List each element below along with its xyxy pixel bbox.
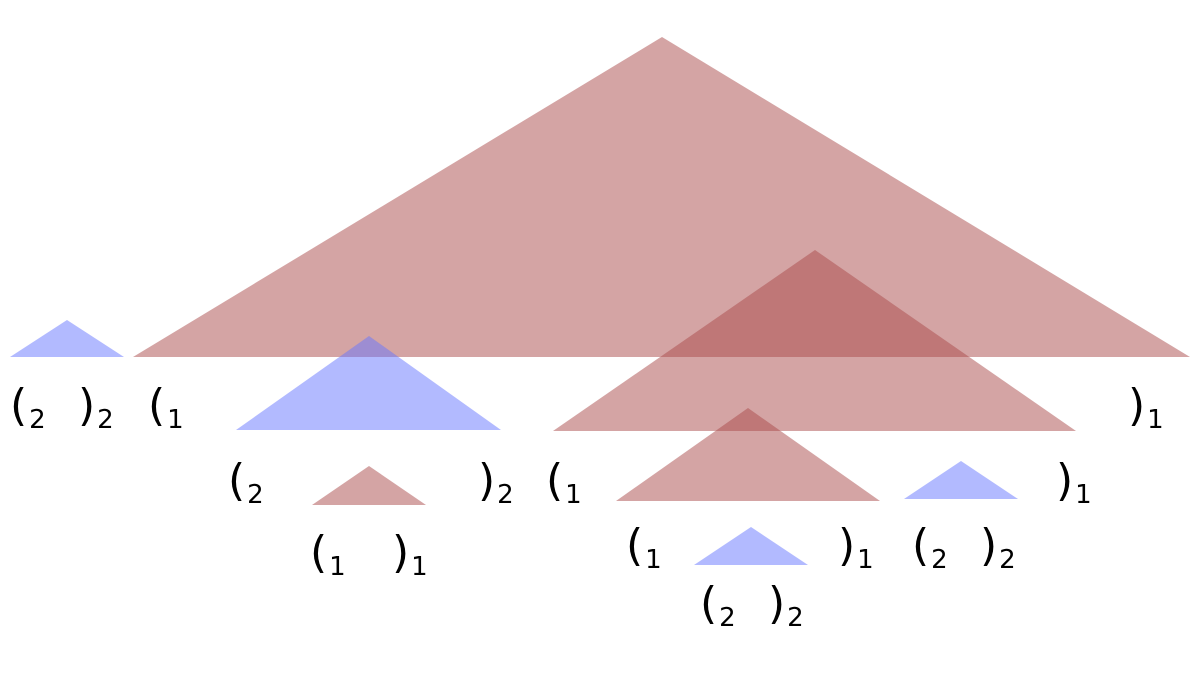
bracket-symbol: ( bbox=[148, 380, 165, 431]
bracket-pair-triangle-type2 bbox=[236, 336, 501, 430]
bracket-subscript: 2 bbox=[29, 405, 46, 435]
bracket-symbol: ( bbox=[10, 380, 27, 431]
bracket-symbol: ) bbox=[392, 527, 409, 578]
bracket-symbol: ) bbox=[1056, 455, 1073, 506]
close-bracket-label: )1 bbox=[1128, 380, 1164, 435]
bracket-subscript: 1 bbox=[167, 405, 184, 435]
bracket-symbol: ) bbox=[980, 520, 997, 571]
bracket-symbol: ( bbox=[912, 520, 929, 571]
bracket-subscript: 2 bbox=[247, 480, 264, 510]
bracket-pair-triangle-type1 bbox=[312, 466, 426, 505]
bracket-symbol: ( bbox=[228, 455, 245, 506]
bracket-pair-triangle-type1 bbox=[133, 37, 1190, 357]
close-bracket-label: )2 bbox=[478, 455, 514, 510]
bracket-subscript: 2 bbox=[97, 405, 114, 435]
bracket-subscript: 1 bbox=[411, 552, 428, 582]
open-bracket-label: (2 bbox=[10, 380, 46, 435]
bracket-subscript: 1 bbox=[329, 552, 346, 582]
bracket-subscript: 1 bbox=[1075, 480, 1092, 510]
open-bracket-label: (1 bbox=[310, 527, 346, 582]
bracket-subscript: 1 bbox=[645, 545, 662, 575]
close-bracket-label: )2 bbox=[980, 520, 1016, 575]
open-bracket-label: (2 bbox=[228, 455, 264, 510]
open-bracket-label: (2 bbox=[700, 578, 736, 633]
bracket-subscript: 2 bbox=[787, 603, 804, 633]
bracket-subscript: 2 bbox=[999, 545, 1016, 575]
open-bracket-label: (1 bbox=[546, 455, 582, 510]
bracket-subscript: 1 bbox=[857, 545, 874, 575]
bracket-subscript: 2 bbox=[719, 603, 736, 633]
close-bracket-label: )1 bbox=[392, 527, 428, 582]
bracket-symbol: ) bbox=[478, 455, 495, 506]
bracket-subscript: 1 bbox=[565, 480, 582, 510]
bracket-pair-triangle-type2 bbox=[10, 320, 124, 357]
bracket-subscript: 2 bbox=[497, 480, 514, 510]
bracket-symbol: ( bbox=[310, 527, 327, 578]
open-bracket-label: (1 bbox=[148, 380, 184, 435]
bracket-symbol: ) bbox=[78, 380, 95, 431]
close-bracket-label: )2 bbox=[78, 380, 114, 435]
bracket-symbol: ) bbox=[838, 520, 855, 571]
close-bracket-label: )2 bbox=[768, 578, 804, 633]
open-bracket-label: (2 bbox=[912, 520, 948, 575]
bracket-symbol: ) bbox=[768, 578, 785, 629]
bracket-symbol: ) bbox=[1128, 380, 1145, 431]
open-bracket-label: (1 bbox=[626, 520, 662, 575]
bracket-pair-triangle-type2 bbox=[694, 527, 808, 565]
bracket-pair-triangle-type2 bbox=[904, 461, 1018, 499]
close-bracket-label: )1 bbox=[838, 520, 874, 575]
close-bracket-label: )1 bbox=[1056, 455, 1092, 510]
bracket-symbol: ( bbox=[700, 578, 717, 629]
bracket-symbol: ( bbox=[546, 455, 563, 506]
bracket-subscript: 1 bbox=[1147, 405, 1164, 435]
bracket-symbol: ( bbox=[626, 520, 643, 571]
bracket-pair-triangle-type1 bbox=[553, 250, 1076, 431]
bracket-pair-triangle-type1 bbox=[616, 408, 880, 501]
bracket-subscript: 2 bbox=[931, 545, 948, 575]
